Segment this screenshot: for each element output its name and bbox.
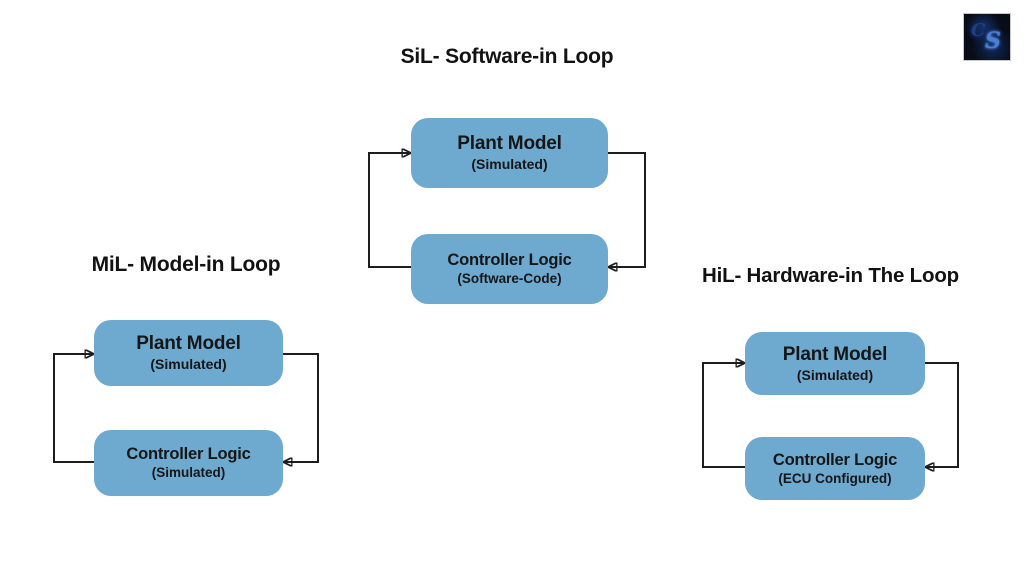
brand-logo-letter-s-icon: S: [985, 28, 1001, 54]
hil-feedback-arrow-right: [925, 362, 959, 467]
mil-title: MiL- Model-in Loop: [91, 253, 281, 276]
hil-plant-model-label: Plant Model: [782, 343, 888, 365]
hil-controller-logic-sublabel: (ECU Configured): [778, 470, 892, 486]
hil-plant-model-sublabel: (Simulated): [796, 366, 874, 383]
hil-plant-model-box: Plant Model (Simulated): [745, 332, 925, 395]
sil-title: SiL- Software-in Loop: [400, 45, 614, 68]
mil-plant-model-sublabel: (Simulated): [150, 356, 227, 373]
sil-plant-model-label: Plant Model: [457, 133, 562, 155]
sil-controller-logic-box: Controller Logic (Software-Code): [411, 234, 608, 304]
mil-plant-model-box: Plant Model (Simulated): [94, 320, 283, 386]
sil-controller-logic-sublabel: (Software-Code): [457, 271, 562, 287]
mil-feedback-arrow-right: [283, 353, 319, 462]
mil-controller-logic-sublabel: (Simulated): [151, 465, 226, 481]
brand-logo: C S: [963, 13, 1011, 61]
sil-feedback-arrow-left: [368, 153, 411, 268]
hil-controller-logic-label: Controller Logic: [772, 450, 898, 469]
mil-controller-logic-label: Controller Logic: [126, 445, 251, 464]
brand-logo-letter-c-icon: C: [971, 20, 986, 41]
mil-feedback-arrow-left: [53, 354, 94, 463]
mil-plant-model-label: Plant Model: [136, 333, 241, 355]
hil-title: HiL- Hardware-in The Loop: [702, 264, 959, 287]
sil-controller-logic-label: Controller Logic: [447, 251, 572, 270]
sil-plant-model-sublabel: (Simulated): [471, 156, 548, 173]
sil-plant-model-box: Plant Model (Simulated): [411, 118, 608, 188]
hil-controller-logic-box: Controller Logic (ECU Configured): [745, 437, 925, 500]
mil-controller-logic-box: Controller Logic (Simulated): [94, 430, 283, 496]
sil-feedback-arrow-right: [608, 152, 646, 267]
hil-feedback-arrow-left: [702, 363, 745, 468]
